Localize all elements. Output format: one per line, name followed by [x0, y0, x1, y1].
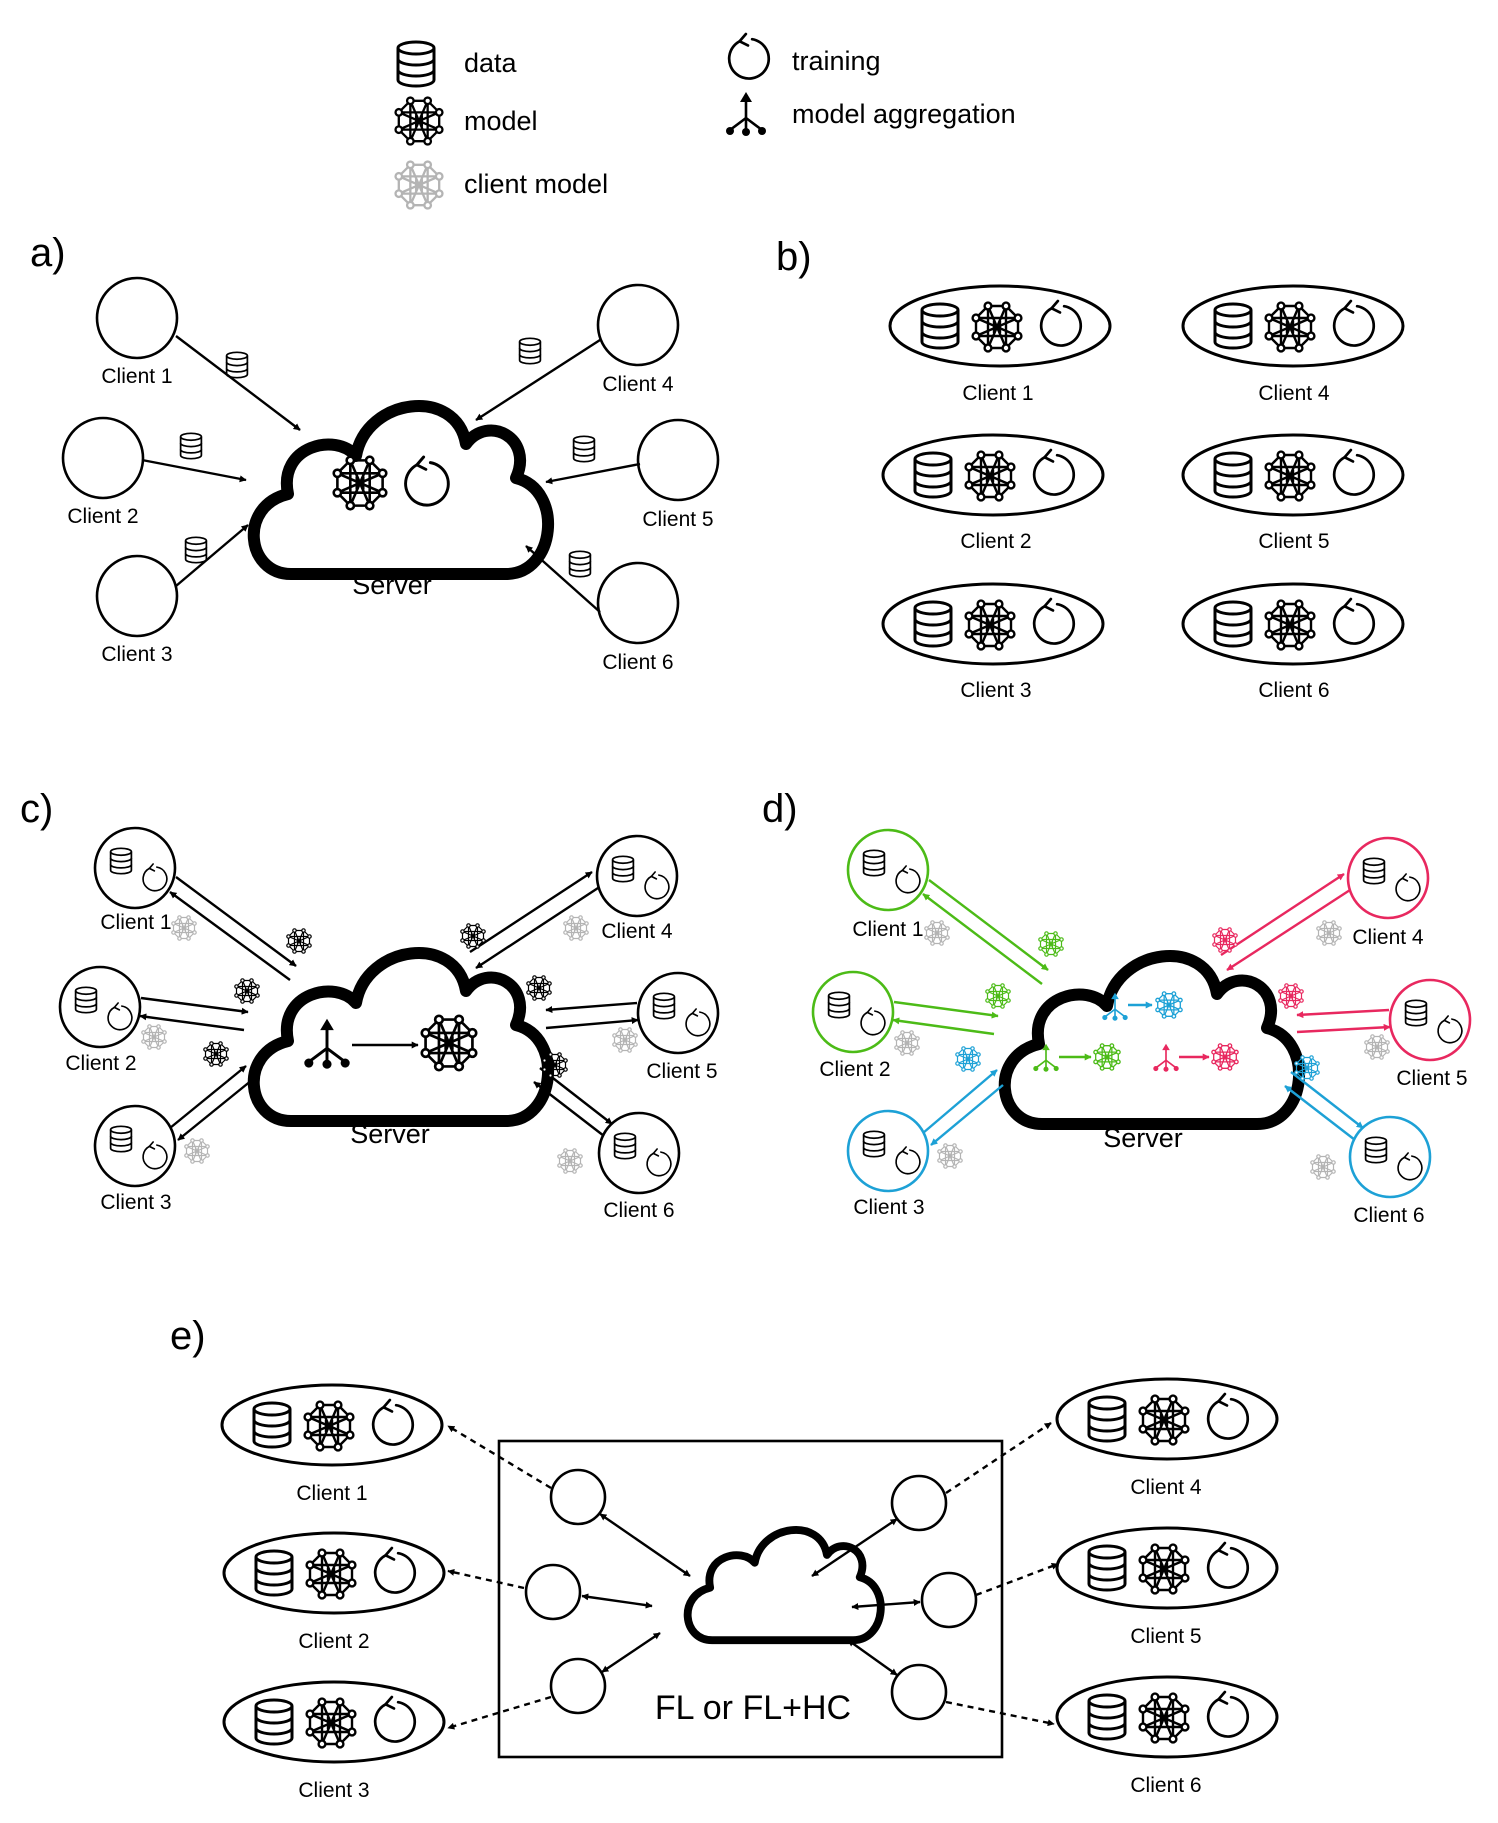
panel-d: d) Server — [762, 787, 1472, 1227]
client-label: Client 2 — [65, 1052, 136, 1075]
server-cloud — [1005, 956, 1299, 1124]
legend-client-model-label: client model — [464, 169, 608, 199]
client-label: Client 2 — [298, 1630, 369, 1653]
legend-aggregation-icon — [724, 90, 768, 138]
legend-model-icon — [394, 96, 444, 146]
client-label: Client 3 — [853, 1196, 924, 1219]
fl-label: FL or FL+HC — [655, 1689, 851, 1727]
panel-a: a) Server Client 1 Client 2 Client 3 — [30, 231, 720, 674]
server-label: Server — [1103, 1123, 1183, 1153]
client-label: Client 5 — [1258, 530, 1329, 553]
panel-e-label: e) — [170, 1314, 206, 1358]
server-label: Server — [350, 1119, 430, 1149]
legend-client-model-icon — [394, 160, 444, 210]
client-label: Client 4 — [601, 920, 673, 943]
client-label: Client 3 — [298, 1779, 369, 1802]
legend-aggregation-label: model aggregation — [792, 99, 1016, 129]
client-label: Client 6 — [1258, 679, 1329, 702]
legend-training-label: training — [792, 46, 881, 76]
client-label: Client 2 — [960, 530, 1031, 553]
server-cloud — [254, 953, 548, 1121]
server-cloud — [688, 1530, 881, 1640]
panel-b-label: b) — [776, 235, 812, 279]
panel-e: e) FL or FL+HC — [170, 1314, 1279, 1802]
client-label: Client 1 — [296, 1482, 367, 1505]
client-label: Client 5 — [1396, 1067, 1467, 1090]
legend: data model client model training model a… — [394, 32, 1016, 210]
client-label: Client 3 — [101, 643, 172, 666]
legend-model-label: model — [464, 106, 538, 136]
client-label: Client 5 — [642, 508, 713, 531]
client-label: Client 1 — [100, 911, 171, 934]
client-label: Client 4 — [1130, 1476, 1202, 1499]
panel-c: c) Server — [20, 787, 720, 1222]
client-label: Client 1 — [852, 918, 923, 941]
fl-box — [497, 1439, 1004, 1759]
client-label: Client 6 — [602, 651, 673, 674]
panel-b: b) Client 1 Client 2 Client 3 Client 4 C… — [776, 235, 1405, 702]
client-label: Client 3 — [100, 1191, 171, 1214]
client-label: Client 6 — [603, 1199, 674, 1222]
client-label: Client 4 — [602, 373, 674, 396]
panel-c-label: c) — [20, 787, 53, 831]
client-label: Client 2 — [67, 505, 138, 528]
client-label: Client 4 — [1258, 382, 1330, 405]
client-label: Client 2 — [819, 1058, 890, 1081]
server-cloud — [254, 406, 548, 574]
client-label: Client 4 — [1352, 926, 1424, 949]
client-label: Client 5 — [1130, 1625, 1201, 1648]
legend-data-icon — [396, 40, 436, 88]
legend-data-label: data — [464, 48, 518, 78]
client-label: Client 1 — [962, 382, 1033, 405]
server-label: Server — [352, 570, 432, 600]
panel-d-label: d) — [762, 787, 798, 831]
client-label: Client 1 — [101, 365, 172, 388]
client-label: Client 3 — [960, 679, 1031, 702]
client-label: Client 6 — [1353, 1204, 1424, 1227]
client-label: Client 6 — [1130, 1774, 1201, 1797]
panel-a-label: a) — [30, 231, 66, 275]
client-label: Client 5 — [646, 1060, 717, 1083]
legend-training-icon — [727, 32, 771, 80]
